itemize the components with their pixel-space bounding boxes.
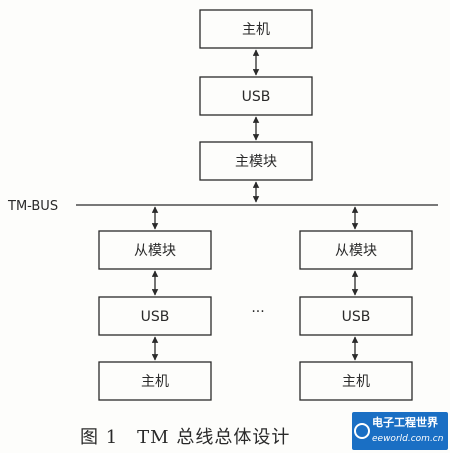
- master-module-label: 主模块: [235, 154, 277, 170]
- left-usb-label: USB: [141, 309, 170, 325]
- left-usb-node: USB: [98, 296, 212, 336]
- right-slave-module-node: 从模块: [299, 230, 413, 270]
- right-usb-label: USB: [342, 309, 371, 325]
- top-host-node: 主机: [199, 9, 313, 49]
- left-slave-module-label: 从模块: [134, 243, 176, 259]
- left-host-label: 主机: [141, 374, 169, 390]
- top-usb-node: USB: [199, 76, 313, 116]
- left-slave-module-node: 从模块: [98, 230, 212, 270]
- top-usb-label: USB: [242, 89, 271, 105]
- left-host-node: 主机: [98, 361, 212, 401]
- bus-label: TM-BUS: [7, 199, 58, 214]
- watermark-badge: [352, 412, 448, 450]
- right-host-node: 主机: [299, 361, 413, 401]
- master-module-node: 主模块: [199, 141, 313, 181]
- watermark-title: 电子工程世界: [372, 415, 438, 429]
- eeworld-logo-icon: [354, 423, 370, 439]
- watermark-logo: 电子工程世界 eeworld.com.cn: [352, 412, 448, 450]
- ellipsis: ···: [251, 304, 264, 320]
- right-slave-module-label: 从模块: [335, 243, 377, 259]
- right-usb-node: USB: [299, 296, 413, 336]
- figure-caption: 图 1 TM 总线总体设计: [80, 427, 290, 448]
- top-host-label: 主机: [242, 22, 270, 38]
- watermark-site: eeworld.com.cn: [372, 434, 444, 444]
- right-host-label: 主机: [342, 374, 370, 390]
